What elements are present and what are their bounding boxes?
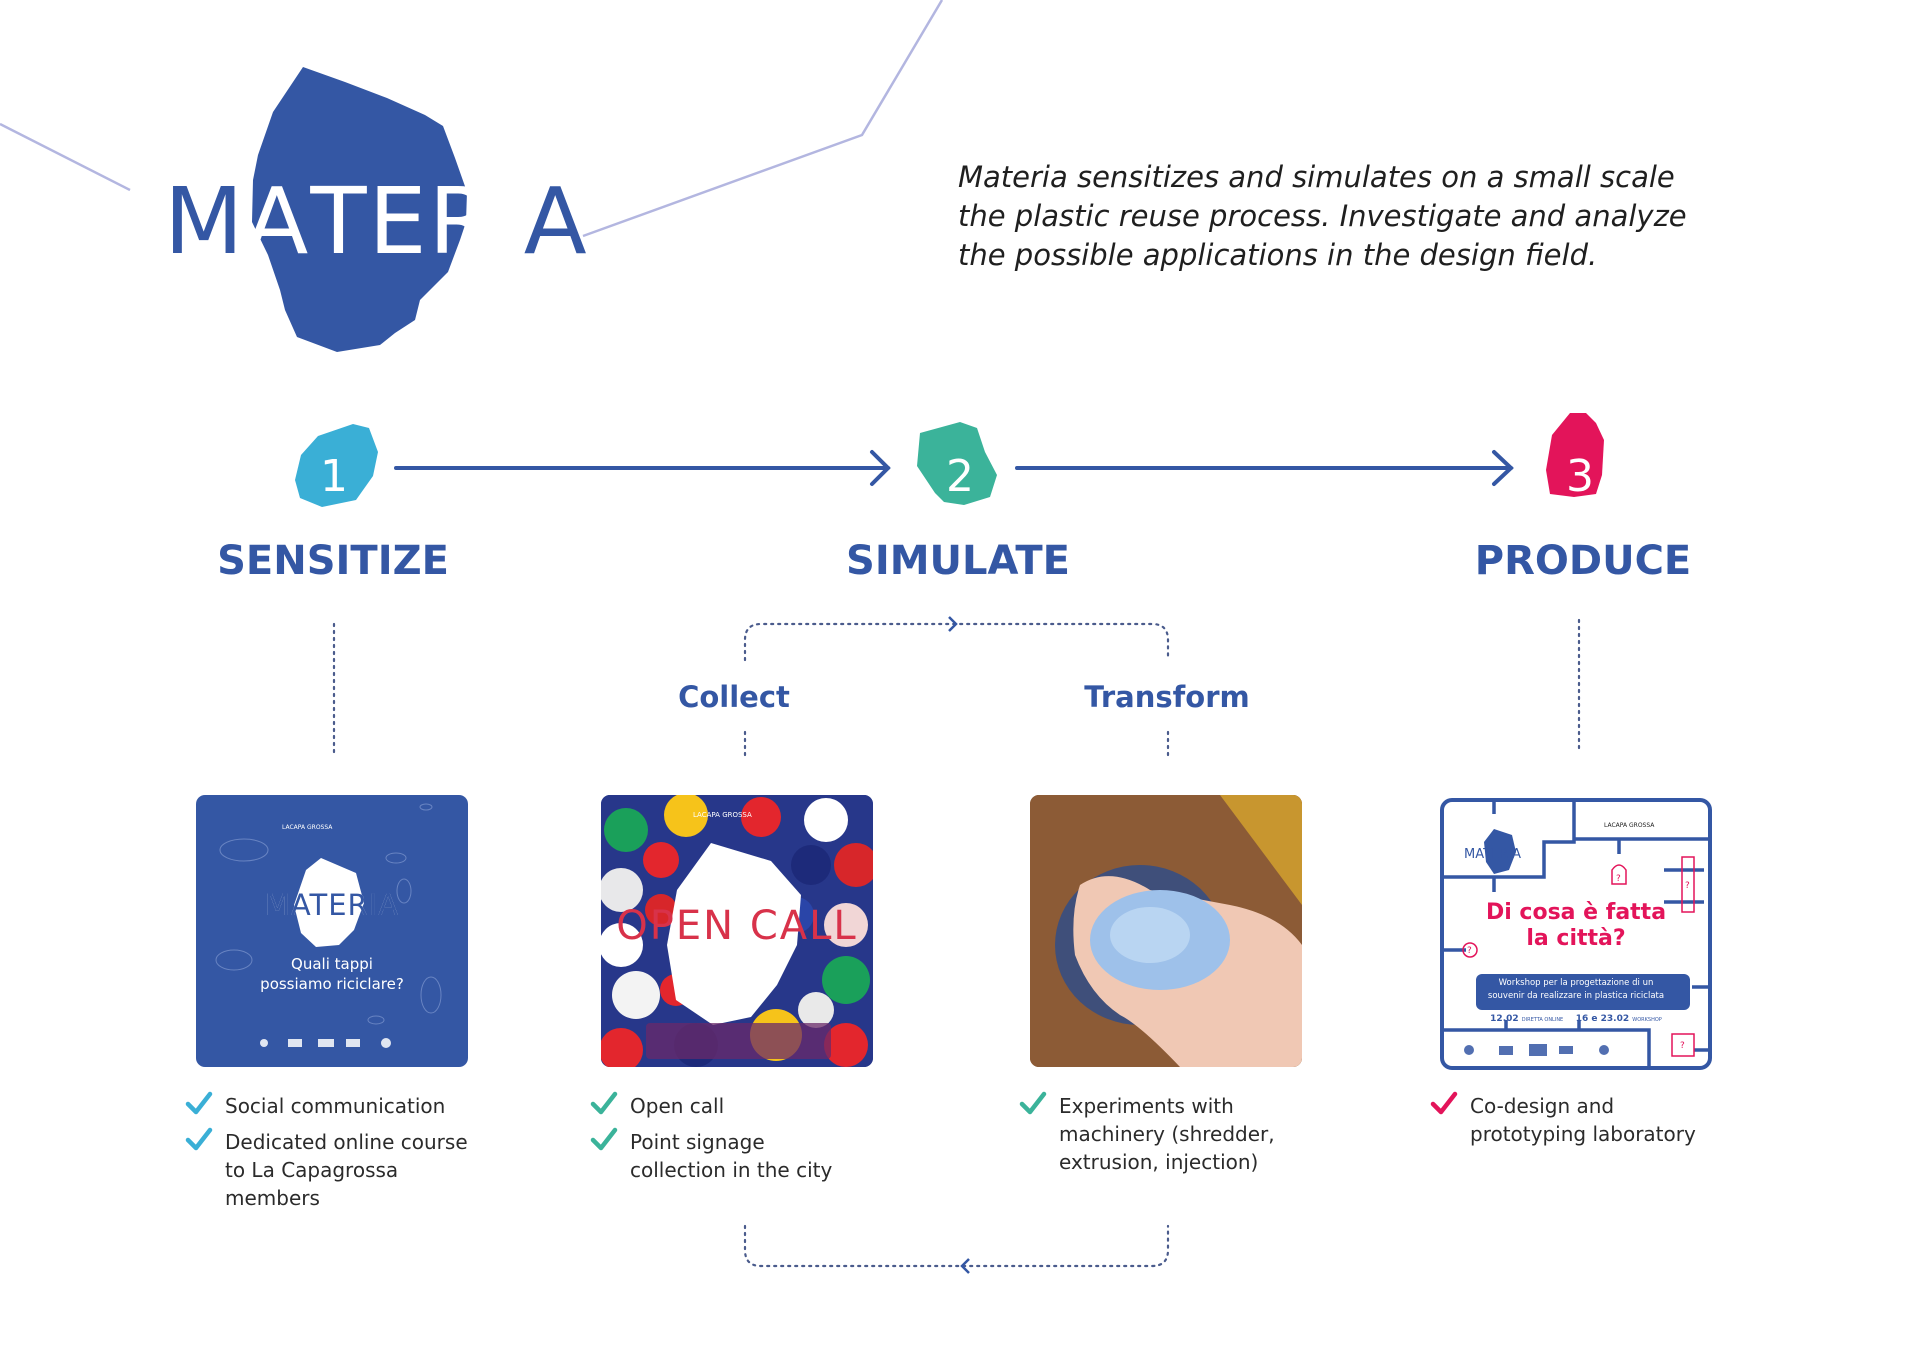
step-2-number: 2 <box>946 451 974 502</box>
produce-banner-line2: souvenir da realizzare in plastica ricic… <box>1487 991 1665 1001</box>
step-1-number: 1 <box>320 451 348 502</box>
produce-dates: 12.02 DIRETTA ONLINE 16 e 23.02 WORKSHOP <box>1444 1014 1708 1024</box>
poster-graphics: LACAPA GROSSA <box>215 803 442 1048</box>
produce-headline-line2: la città? <box>1526 926 1626 951</box>
step-1-blob <box>295 424 378 507</box>
step-title-simulate: SIMULATE <box>846 538 1070 584</box>
produce-banner-line1: Workshop per la progettazione di un <box>1498 978 1654 988</box>
logo-text: MATERIA <box>164 168 589 275</box>
loop-arrow-right <box>948 616 958 632</box>
date-2: 16 e 23.02 <box>1575 1014 1630 1024</box>
produce-poster-brand: MATERIA <box>1464 847 1521 862</box>
produce-header-logo: LACAPA GROSSA <box>1604 822 1655 829</box>
bottle-caps-image: LACAPA GROSSA <box>601 795 873 1067</box>
q-mark-1: ? <box>1616 874 1621 884</box>
logo-letter: E <box>368 168 429 275</box>
checklist-transform: Experiments with machinery (shredder, ex… <box>1019 1091 1299 1184</box>
check-icon <box>590 1091 618 1115</box>
step-title-produce: PRODUCE <box>1474 538 1692 584</box>
checklist-collect: Open call Point signage collection in th… <box>590 1091 850 1192</box>
q-mark-2: ? <box>1685 881 1690 891</box>
logo-wordmark: MATERIA <box>164 176 589 268</box>
decor-line-left <box>0 122 131 192</box>
checklist-item: Experiments with machinery (shredder, ex… <box>1019 1091 1299 1176</box>
shredded-plastic-photo <box>1030 795 1302 1067</box>
produce-mini-blob <box>1484 829 1516 874</box>
step-title-sensitize: SENSITIZE <box>217 538 449 584</box>
date-1-label: DIRETTA ONLINE <box>1521 1017 1564 1023</box>
poster-header-logo: LACAPA GROSSA <box>282 824 333 831</box>
step-3-number: 3 <box>1566 451 1594 502</box>
step-3-blob <box>1546 413 1604 497</box>
q-mark-3: ? <box>1467 946 1472 956</box>
loop-arrow-left <box>960 1258 970 1274</box>
tagline: Materia sensitizes and simulates on a sm… <box>958 160 1687 272</box>
card-sensitize-poster: LACAPA GROSSA MATERIA Quali tappi possia… <box>196 795 468 1067</box>
check-icon <box>185 1091 213 1115</box>
phase-transform: Transform <box>1084 680 1250 714</box>
poster-brand: MATERIA <box>264 888 400 922</box>
arrow-1-to-2 <box>394 450 891 486</box>
step-2-blob <box>917 422 997 505</box>
date-2-label: WORKSHOP <box>1632 1017 1662 1023</box>
logo-letter: I <box>494 168 524 275</box>
produce-poster-graphics: MATERIA LACAPA GROSSA ? ? ? ? <box>1444 802 1708 1066</box>
opencall-header-logo: LACAPA GROSSA <box>693 811 752 819</box>
checklist-item: Social communication <box>185 1091 485 1120</box>
card-collect-opencall: LACAPA GROSSA OPEN CALL <box>601 795 873 1067</box>
q-mark-4: ? <box>1680 1041 1685 1051</box>
opencall-blob <box>667 843 801 1025</box>
decor-line-right <box>582 0 944 238</box>
arrow-2-to-3 <box>1015 450 1514 486</box>
logo-blob <box>252 67 467 352</box>
poster-question-line2: possiamo riciclare? <box>260 975 404 993</box>
card-produce-poster: MATERIA LACAPA GROSSA ? ? ? ? Di cosa è … <box>1440 798 1712 1070</box>
logo-letter: M <box>164 168 246 275</box>
checklist-item: Dedicated online course to La Capagrossa… <box>185 1127 485 1212</box>
check-icon <box>185 1127 213 1151</box>
logo-letter: A <box>523 168 589 275</box>
logo-letter: T <box>310 168 369 275</box>
checklist-item: Open call <box>590 1091 850 1120</box>
produce-headline-line1: Di cosa è fatta <box>1485 900 1667 925</box>
poster-blob <box>294 858 364 947</box>
check-icon <box>1430 1091 1458 1115</box>
checklist-item: Point signage collection in the city <box>590 1127 850 1184</box>
phase-collect: Collect <box>678 680 790 714</box>
check-icon <box>590 1127 618 1151</box>
checklist-produce: Co-design and prototyping laboratory <box>1430 1091 1720 1156</box>
date-1: 12.02 <box>1490 1014 1519 1024</box>
logo-letter: R <box>428 168 495 275</box>
dotted-connectors <box>332 618 1581 1268</box>
logo-letter: A <box>245 168 311 275</box>
card-transform-photo <box>1030 795 1302 1067</box>
check-icon <box>1019 1091 1047 1115</box>
opencall-headline: OPEN CALL <box>616 903 858 949</box>
checklist-sensitize: Social communication Dedicated online co… <box>185 1091 485 1220</box>
question-icons <box>1462 856 1695 1057</box>
checklist-item: Co-design and prototyping laboratory <box>1430 1091 1720 1148</box>
poster-question-line1: Quali tappi <box>291 955 373 973</box>
